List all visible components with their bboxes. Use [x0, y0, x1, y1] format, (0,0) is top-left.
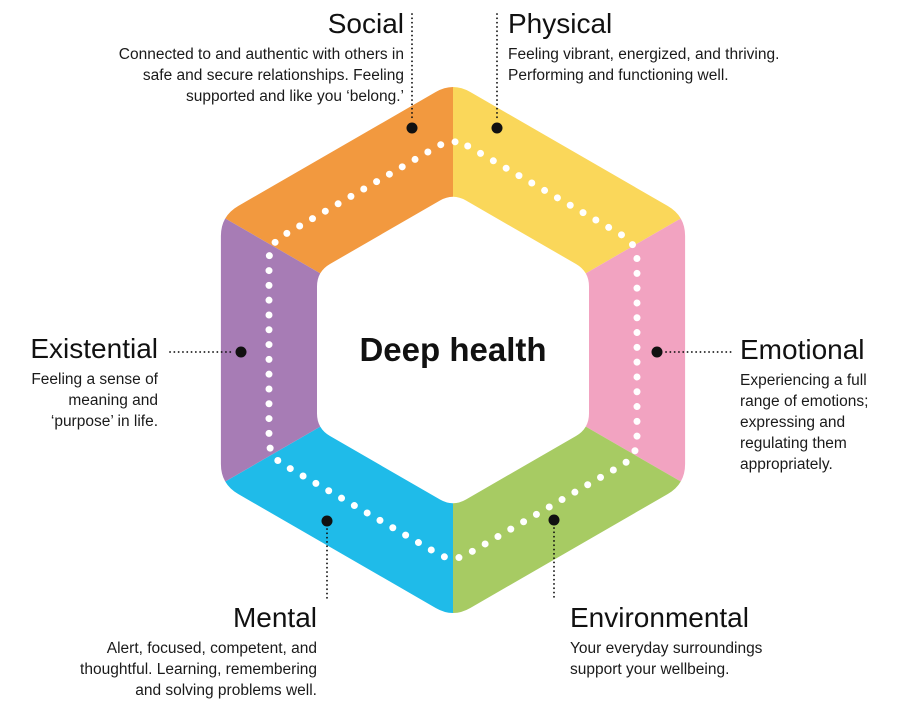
segment-label-environmental: Environmental Your everyday surroundings…: [570, 602, 880, 680]
segment-description-social: Connected to and authentic with others i…: [118, 46, 404, 105]
segment-description-emotional: Experiencing a full range of emotions; e…: [740, 372, 869, 473]
leader-dot-mental: [321, 515, 333, 527]
segment-label-mental: Mental Alert, focused, competent, and th…: [47, 602, 317, 701]
segment-description-environmental: Your everyday surroundings support your …: [570, 640, 763, 678]
segment-title-physical: Physical: [508, 8, 613, 39]
segment-existential: [220, 155, 453, 545]
segment-description-physical: Feeling vibrant, energized, and thriving…: [508, 46, 780, 84]
segment-description-existential: Feeling a sense of meaning and ‘purpose’…: [31, 371, 158, 430]
segment-title-existential: Existential: [30, 333, 158, 364]
segment-emotional: [453, 155, 686, 545]
segment-title-mental: Mental: [232, 602, 317, 633]
leader-dot-physical: [491, 122, 503, 134]
center-title: Deep health: [359, 331, 547, 368]
leader-dot-emotional: [651, 346, 663, 358]
segment-description-mental: Alert, focused, competent, and thoughtfu…: [80, 640, 317, 699]
segment-title-environmental: Environmental: [570, 602, 749, 633]
segment-title-social: Social: [327, 8, 404, 39]
segment-label-physical: Physical Feeling vibrant, energized, and…: [508, 8, 848, 86]
leader-dot-social: [406, 122, 418, 134]
segment-title-emotional: Emotional: [740, 334, 865, 365]
segment-label-social: Social Connected to and authentic with o…: [84, 8, 404, 107]
midline-dots: [265, 138, 641, 562]
segment-label-emotional: Emotional Experiencing a full range of e…: [740, 334, 900, 475]
leader-dot-existential: [235, 346, 247, 358]
leader-dot-environmental: [548, 514, 560, 526]
segment-label-existential: Existential Feeling a sense of meaning a…: [13, 333, 158, 432]
